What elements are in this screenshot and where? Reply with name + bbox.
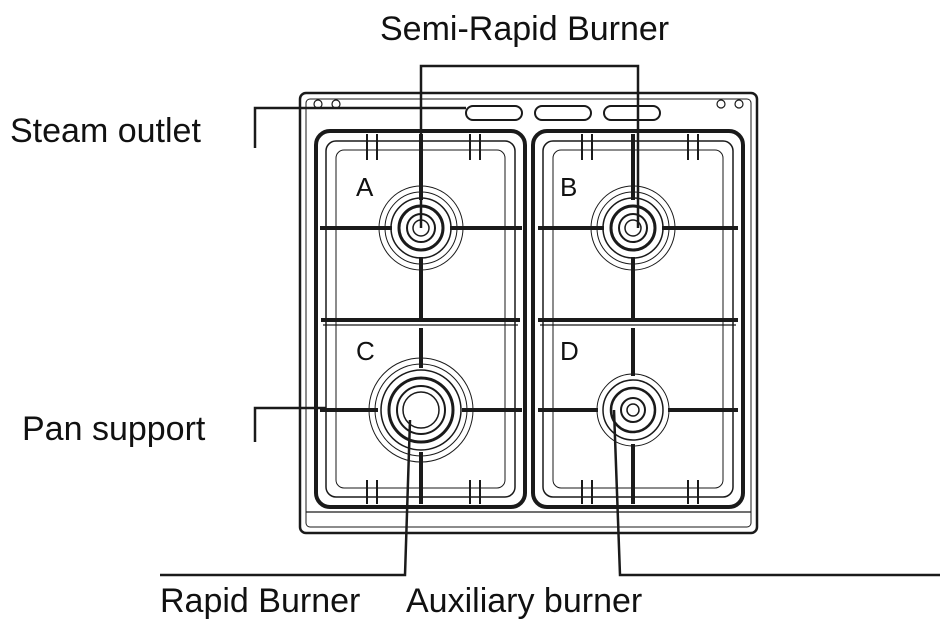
screw-hole bbox=[716, 99, 726, 109]
steam-outlet-slots bbox=[465, 105, 661, 121]
burner-letter-d: D bbox=[560, 336, 579, 366]
burner-letter-a: A bbox=[356, 172, 374, 202]
burner-c bbox=[320, 328, 522, 504]
semi-rapid-burner-label: Semi-Rapid Burner bbox=[380, 10, 669, 48]
rapid-burner-label: Rapid Burner bbox=[160, 582, 360, 620]
burner-b bbox=[538, 134, 738, 318]
rapid-burner-leader bbox=[160, 419, 412, 577]
steam-outlet-leader bbox=[253, 106, 466, 148]
pan-support-label: Pan support bbox=[22, 410, 206, 448]
screw-hole bbox=[734, 99, 744, 109]
leader-lines bbox=[160, 64, 940, 577]
steam-outlet-label: Steam outlet bbox=[10, 112, 201, 150]
auxiliary-burner-leader bbox=[612, 409, 940, 577]
semi-rapid-leader bbox=[419, 64, 640, 228]
burner-letter-c: C bbox=[356, 336, 375, 366]
burner-letter-b: B bbox=[560, 172, 577, 202]
hob-plate bbox=[298, 91, 759, 535]
burner-d bbox=[538, 328, 738, 504]
auxiliary-burner-label: Auxiliary burner bbox=[406, 582, 642, 620]
pan-support-leader bbox=[253, 406, 326, 442]
